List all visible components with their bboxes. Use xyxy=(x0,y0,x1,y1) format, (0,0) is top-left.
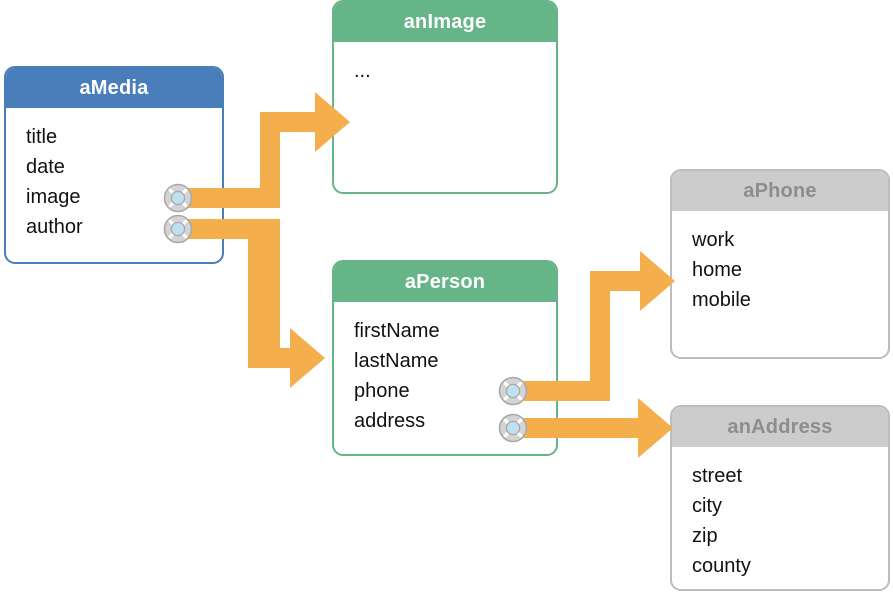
attribute-row[interactable]: ... xyxy=(354,60,371,82)
attribute-row[interactable]: title xyxy=(26,126,58,148)
object-attributes-address: street city zip county xyxy=(672,447,888,581)
attribute-row[interactable]: work xyxy=(692,229,735,251)
object-title-phone: aPhone xyxy=(672,171,888,211)
attribute-row[interactable]: date xyxy=(26,156,65,178)
object-box-phone[interactable]: aPhone work home mobile xyxy=(670,169,890,359)
attribute-row[interactable]: firstName xyxy=(354,320,440,342)
attribute-row[interactable]: county xyxy=(692,555,751,577)
attribute-row[interactable]: address xyxy=(354,410,426,432)
object-attributes-image: ... xyxy=(334,42,556,86)
object-title-address: anAddress xyxy=(672,407,888,447)
attribute-row[interactable]: phone xyxy=(354,380,410,402)
attribute-row[interactable]: author xyxy=(26,216,83,238)
socket-media-image[interactable] xyxy=(163,183,193,213)
socket-media-author[interactable] xyxy=(163,214,193,244)
attribute-row[interactable]: lastName xyxy=(354,350,439,372)
socket-person-phone[interactable] xyxy=(498,376,528,406)
socket-person-address[interactable] xyxy=(498,413,528,443)
object-box-address[interactable]: anAddress street city zip county xyxy=(670,405,890,591)
object-title-image: anImage xyxy=(334,2,556,42)
attribute-row[interactable]: mobile xyxy=(692,289,751,311)
object-title-person: aPerson xyxy=(334,262,556,302)
attribute-row[interactable]: city xyxy=(692,495,722,517)
object-attributes-phone: work home mobile xyxy=(672,211,888,315)
attribute-row[interactable]: home xyxy=(692,259,743,281)
object-box-image[interactable]: anImage ... xyxy=(332,0,558,194)
attribute-row[interactable]: street xyxy=(692,465,743,487)
object-title-media: aMedia xyxy=(6,68,222,108)
attribute-row[interactable]: image xyxy=(26,186,81,208)
attribute-row[interactable]: zip xyxy=(692,525,718,547)
